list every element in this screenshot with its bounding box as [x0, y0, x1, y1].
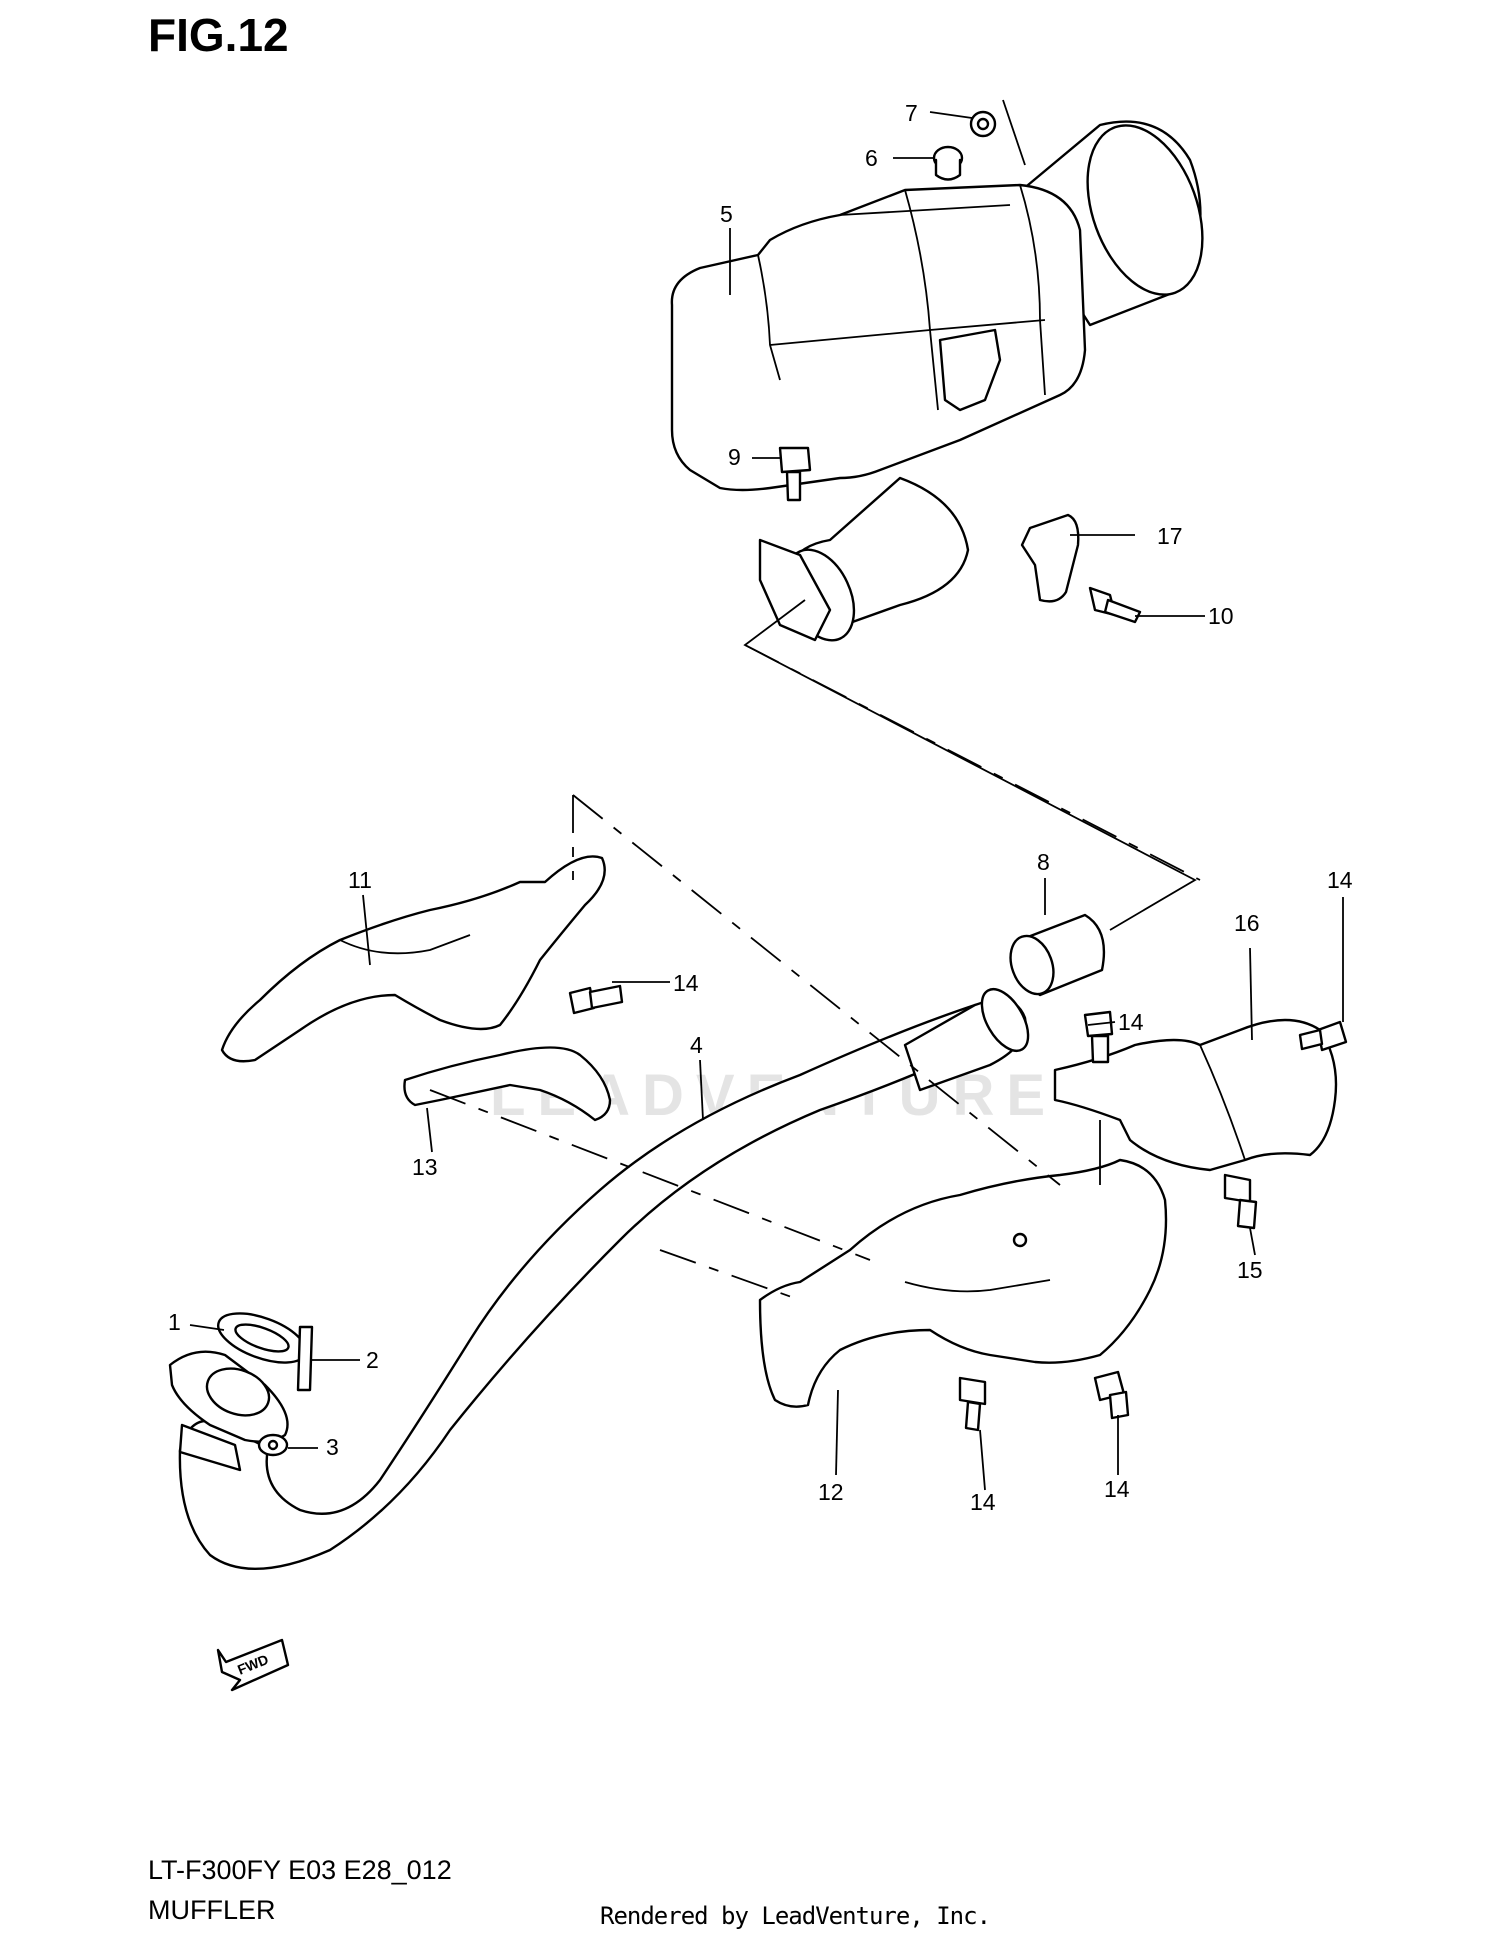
bolt-14: [958, 1376, 987, 1432]
grommet-6: [932, 145, 964, 181]
guide-line-7: [1002, 99, 1026, 166]
guide-line-4: [744, 644, 1201, 881]
callout-10: 10: [1208, 603, 1234, 629]
callout-14: 14: [1118, 1009, 1144, 1035]
bolt-10: [1088, 586, 1142, 624]
callout-1: 1: [168, 1309, 181, 1335]
callout-9: 9: [728, 444, 741, 470]
heat-guard-12: [758, 1158, 1168, 1408]
bolt-9: [778, 446, 812, 502]
bolt-14: [1083, 1010, 1114, 1064]
bolt-14: [568, 984, 624, 1015]
gasket-1: [217, 1312, 307, 1364]
nut-3: [257, 1433, 289, 1457]
exhaust-pipe: [168, 988, 1030, 1570]
heat-guard-16: [1053, 1018, 1338, 1172]
muffler-body: [670, 120, 1204, 492]
callout-3: 3: [326, 1434, 339, 1460]
callout-12: 12: [818, 1479, 844, 1505]
callout-numbers: 7 6 5 9 17 10 8 14 16 11 14 14 4 13 15 1…: [168, 100, 1353, 1515]
leader-lines: [189, 111, 1344, 1491]
bolt-15: [1223, 1173, 1258, 1230]
section-name: MUFFLER: [148, 1895, 276, 1925]
nut-7: [969, 110, 997, 138]
callout-11: 11: [348, 867, 372, 893]
callout-4: 4: [690, 1032, 703, 1058]
callout-17: 17: [1157, 523, 1183, 549]
callout-8: 8: [1037, 849, 1050, 875]
callout-2: 2: [366, 1347, 379, 1373]
model-code: LT-F300FY E03 E28_012: [148, 1855, 452, 1885]
figure-title: FIG.12: [148, 9, 289, 61]
callout-16: 16: [1234, 910, 1260, 936]
rendered-by-credit: Rendered by LeadVenture, Inc.: [600, 1902, 991, 1930]
bolt-14: [1298, 1020, 1348, 1052]
stud-2: [296, 1325, 314, 1392]
bracket-13: [403, 1046, 612, 1122]
heat-guard-11: [220, 855, 606, 1063]
callout-14: 14: [673, 970, 699, 996]
callout-7: 7: [905, 100, 918, 126]
bracket-17: [1020, 513, 1080, 603]
forward-arrow: FWD: [216, 1638, 290, 1692]
bolt-14: [1093, 1370, 1130, 1420]
guide-line-11: [572, 794, 1061, 1186]
guide-line-13: [429, 1089, 871, 1301]
callout-5: 5: [720, 201, 733, 227]
callout-15: 15: [1237, 1257, 1263, 1283]
spacer-8: [1009, 913, 1106, 997]
guide-line-muffler: [743, 599, 1197, 931]
muffler-inlet-pipe: [758, 476, 970, 642]
callout-6: 6: [865, 145, 878, 171]
callout-14: 14: [1327, 867, 1353, 893]
callout-13: 13: [412, 1154, 438, 1180]
callout-14: 14: [1104, 1476, 1130, 1502]
callout-14: 14: [970, 1489, 996, 1515]
